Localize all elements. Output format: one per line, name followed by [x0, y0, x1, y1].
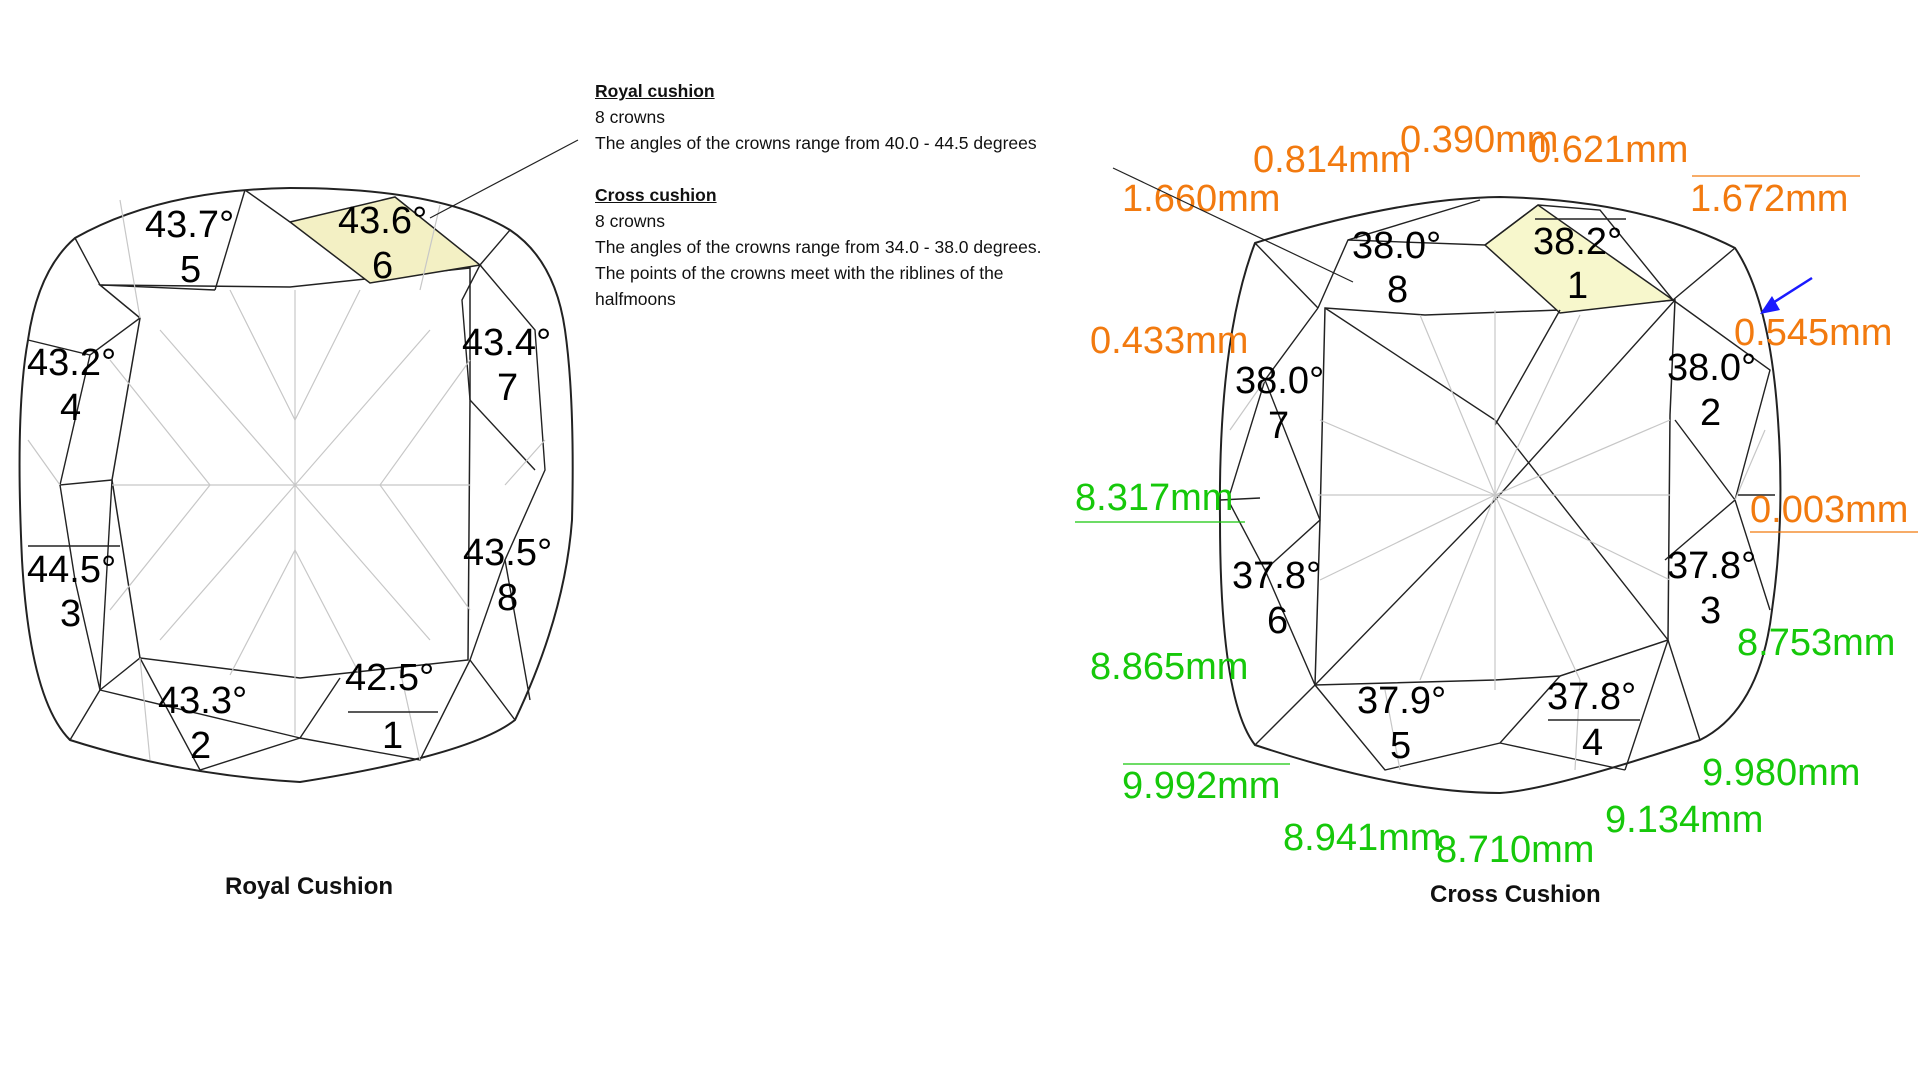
- royal-caption: Royal Cushion: [225, 873, 393, 900]
- cross-caption: Cross Cushion: [1430, 881, 1601, 908]
- royal-crown-8-number: 8: [497, 577, 518, 619]
- royal-callout-leader: [429, 139, 579, 219]
- cross-notes-line: halfmoons: [595, 289, 676, 309]
- cross-green-measurements: 8.317mm 8.865mm 8.753mm 9.992mm 9.980mm …: [1075, 477, 1895, 871]
- cross-crown-labels: 38.2° 1 38.0° 2 37.8° 3 37.8° 4 37.9° 5 …: [1232, 218, 1756, 767]
- measure-green-4: 9.992mm: [1122, 765, 1280, 807]
- royal-crown-labels: 42.5° 1 43.3° 2 44.5° 3 43.2° 4 43.7° 5 …: [27, 200, 552, 767]
- royal-table-outline: [97, 267, 471, 679]
- royal-crown-1-angle: 42.5°: [345, 657, 434, 699]
- royal-crown-2-number: 2: [190, 725, 211, 767]
- cross-crown-6-angle: 37.8°: [1232, 555, 1321, 597]
- measure-orange-1: 0.814mm: [1253, 139, 1411, 181]
- cross-crown-8-angle: 38.0°: [1352, 225, 1441, 267]
- measure-orange-8: 0.003mm: [1750, 489, 1908, 531]
- measure-green-3: 8.753mm: [1737, 622, 1895, 664]
- cross-cushion-diagram: 38.2° 1 38.0° 2 37.8° 3 37.8° 4 37.9° 5 …: [1075, 119, 1918, 908]
- cross-notes-title: Cross cushion: [595, 185, 717, 205]
- cross-facet-lines: [1219, 199, 1775, 771]
- royal-crown-8-angle: 43.5°: [463, 532, 552, 574]
- measure-orange-2: 0.390mm: [1400, 119, 1558, 161]
- measure-orange-5: 1.672mm: [1690, 178, 1848, 220]
- royal-crown-7-angle: 43.4°: [462, 322, 551, 364]
- blue-arrow-icon: [1760, 276, 1813, 314]
- cross-crown-6-number: 6: [1267, 600, 1288, 642]
- royal-crown-7-number: 7: [497, 367, 518, 409]
- measure-green-8: 8.710mm: [1436, 829, 1594, 871]
- cross-crown-7-angle: 38.0°: [1235, 360, 1324, 402]
- royal-notes-line: The angles of the crowns range from 40.0…: [595, 133, 1037, 153]
- measure-orange-3: 0.621mm: [1530, 129, 1688, 171]
- cross-crown-2-number: 2: [1700, 392, 1721, 434]
- measure-green-5: 9.980mm: [1702, 752, 1860, 794]
- cross-crown-1-number: 1: [1567, 265, 1588, 307]
- measure-green-6: 9.134mm: [1605, 799, 1763, 841]
- cross-orange-measurements: 0.814mm 0.390mm 0.621mm 1.660mm 1.672mm …: [1090, 119, 1918, 533]
- cross-girdle-outline: [1218, 195, 1782, 795]
- cross-crown-2-angle: 38.0°: [1667, 347, 1756, 389]
- cross-callout-leader: [1112, 167, 1354, 283]
- royal-crown-4-number: 4: [60, 387, 81, 429]
- cross-notes-line: The points of the crowns meet with the r…: [595, 263, 1004, 283]
- royal-cushion-diagram: 42.5° 1 43.3° 2 44.5° 3 43.2° 4 43.7° 5 …: [18, 139, 579, 900]
- royal-crown-6-number: 6: [372, 245, 393, 287]
- royal-notes-title: Royal cushion: [595, 81, 715, 101]
- royal-crown-4-angle: 43.2°: [27, 342, 116, 384]
- royal-crown-5-angle: 43.7°: [145, 204, 234, 246]
- cross-crown-3-number: 3: [1700, 590, 1721, 632]
- royal-facet-lines: [27, 189, 546, 771]
- royal-notes-line: 8 crowns: [595, 107, 666, 127]
- measure-orange-6: 0.433mm: [1090, 320, 1248, 362]
- measure-green-7: 8.941mm: [1283, 817, 1441, 859]
- cross-crown-5-angle: 37.9°: [1357, 680, 1446, 722]
- royal-crown-2-angle: 43.3°: [158, 680, 247, 722]
- royal-crown-1-number: 1: [382, 715, 403, 757]
- cross-crown-5-number: 5: [1390, 725, 1411, 767]
- cross-notes-line: The angles of the crowns range from 34.0…: [595, 237, 1042, 257]
- cross-crown-4-number: 4: [1582, 722, 1603, 764]
- cross-crown-1-angle: 38.2°: [1533, 221, 1622, 263]
- royal-guide-lines: [27, 199, 546, 761]
- measure-orange-7: 0.545mm: [1734, 312, 1892, 354]
- cross-crown-4-angle: 37.8°: [1547, 676, 1636, 718]
- royal-crown-5-number: 5: [180, 249, 201, 291]
- royal-crown-3-number: 3: [60, 593, 81, 635]
- cross-crown-7-number: 7: [1268, 405, 1289, 447]
- royal-crown-6-angle: 43.6°: [338, 200, 427, 242]
- royal-crown-3-angle: 44.5°: [27, 549, 116, 591]
- cross-crown-8-number: 8: [1387, 269, 1408, 311]
- measure-orange-4: 1.660mm: [1122, 178, 1280, 220]
- measure-green-1: 8.317mm: [1075, 477, 1233, 519]
- cross-notes-line: 8 crowns: [595, 211, 666, 231]
- measure-green-2: 8.865mm: [1090, 646, 1248, 688]
- cross-crown-3-angle: 37.8°: [1667, 545, 1756, 587]
- cross-guide-lines: [1229, 310, 1766, 771]
- notes-panel: Royal cushion 8 crowns The angles of the…: [595, 78, 1135, 312]
